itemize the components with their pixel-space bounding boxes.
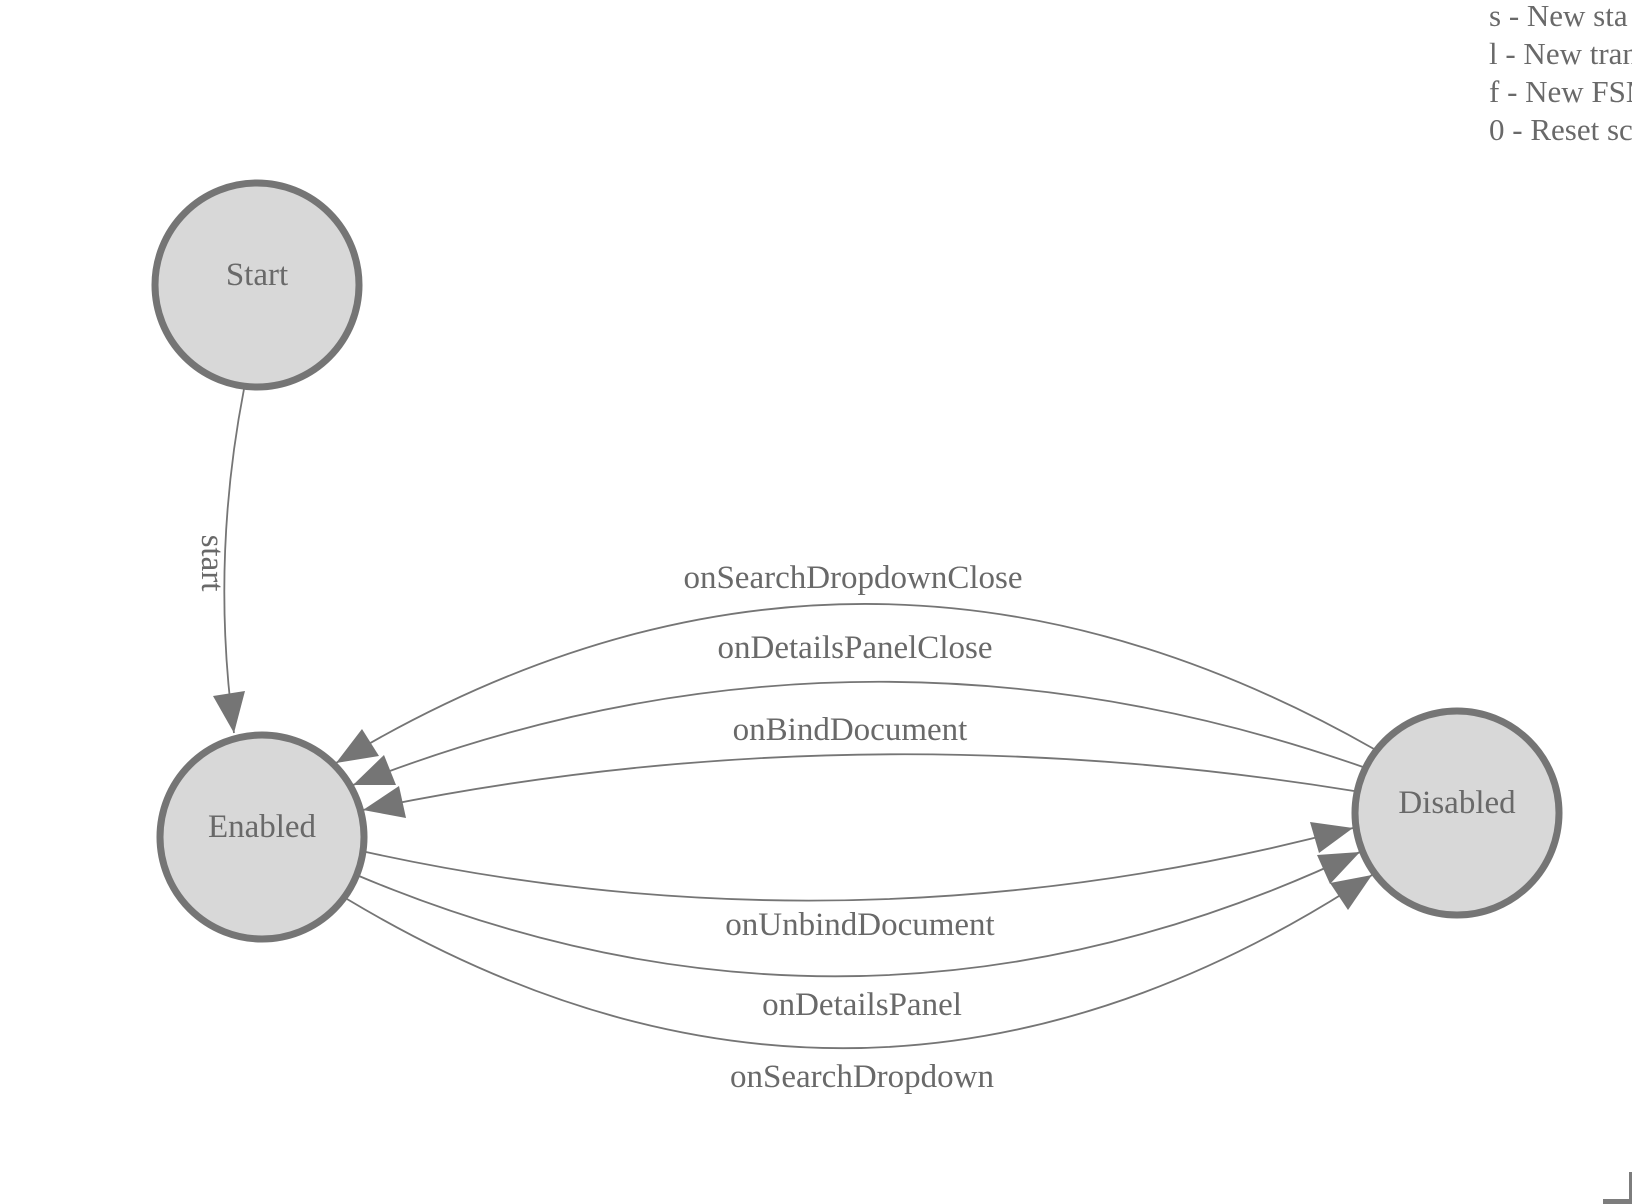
canvas-corner-mark-vertical — [1629, 1172, 1632, 1204]
shortcut-legend: s - New sta l - New tran f - New FSM 0 -… — [1489, 0, 1632, 149]
transition-onUnbindDocument[interactable]: onUnbindDocument — [365, 822, 1354, 943]
state-disabled[interactable]: Disabled — [1351, 707, 1563, 919]
state-start-circle[interactable] — [151, 179, 363, 391]
legend-line-reset: 0 - Reset sc — [1489, 112, 1632, 147]
transition-label-onBindDocument[interactable]: onBindDocument — [733, 712, 968, 748]
legend-line-new-state: s - New sta — [1489, 0, 1628, 33]
transition-onSearchDropdown-path[interactable] — [346, 874, 1373, 1050]
transition-label-onDetailsPanelClose[interactable]: onDetailsPanelClose — [718, 630, 993, 666]
transition-onUnbindDocument-path[interactable] — [365, 827, 1354, 902]
arrowhead-onDetailsPanel[interactable] — [1317, 852, 1360, 884]
arrowhead-onSearchDropdown[interactable] — [1330, 875, 1372, 910]
state-enabled[interactable]: Enabled — [156, 731, 368, 943]
transition-onBindDocument-path[interactable] — [362, 753, 1355, 811]
state-label-disabled: Disabled — [1398, 785, 1516, 821]
transition-label-onSearchDropdown[interactable]: onSearchDropdown — [730, 1059, 994, 1095]
transition-onDetailsPanelClose-path[interactable] — [352, 680, 1364, 786]
transition-onDetailsPanel[interactable]: onDetailsPanel — [358, 851, 1361, 1023]
arrowhead-start[interactable] — [213, 691, 245, 733]
state-enabled-circle[interactable] — [156, 731, 368, 943]
legend-line-new-fsm: f - New FSM — [1489, 74, 1632, 109]
arrowhead-onSearchDropdownClose[interactable] — [336, 729, 379, 763]
transition-label-onUnbindDocument[interactable]: onUnbindDocument — [725, 907, 994, 943]
transition-onDetailsPanel-path[interactable] — [358, 851, 1361, 978]
state-start[interactable]: Start — [151, 179, 363, 391]
transition-onSearchDropdown[interactable]: onSearchDropdown — [346, 874, 1373, 1095]
transition-onBindDocument[interactable]: onBindDocument — [362, 712, 1355, 818]
legend-line-new-transition: l - New tran — [1489, 36, 1632, 71]
transition-label-start[interactable]: start — [194, 535, 230, 592]
canvas-corner-mark-horizontal — [1603, 1199, 1632, 1204]
transition-label-onSearchDropdownClose[interactable]: onSearchDropdownClose — [683, 560, 1022, 596]
transition-start-path[interactable] — [223, 388, 245, 734]
transition-label-onDetailsPanel[interactable]: onDetailsPanel — [762, 987, 962, 1023]
state-disabled-circle[interactable] — [1351, 707, 1563, 919]
arrowhead-onDetailsPanelClose[interactable] — [353, 755, 396, 785]
transition-start[interactable]: start — [194, 388, 245, 734]
arrowhead-onUnbindDocument[interactable] — [1310, 822, 1353, 853]
state-label-enabled: Enabled — [208, 809, 317, 845]
transition-onDetailsPanelClose[interactable]: onDetailsPanelClose — [352, 630, 1364, 786]
state-label-start: Start — [226, 257, 288, 293]
transition-onSearchDropdownClose[interactable]: onSearchDropdownClose — [335, 560, 1375, 764]
transition-onSearchDropdownClose-path[interactable] — [335, 603, 1375, 764]
arrowhead-onBindDocument[interactable] — [363, 786, 406, 818]
